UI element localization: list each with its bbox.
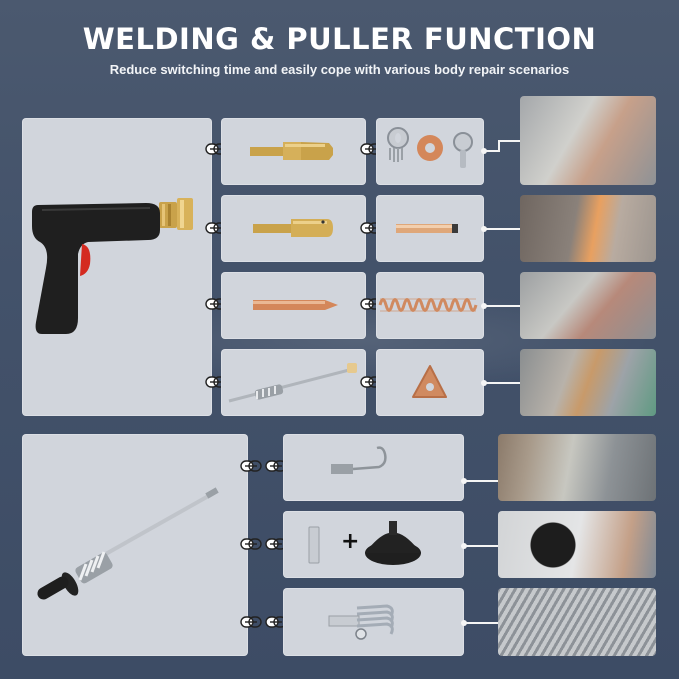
chain-link-icon xyxy=(240,460,262,472)
connector-line xyxy=(484,150,500,152)
accessory-panel-4 xyxy=(376,349,484,416)
connector-dot xyxy=(461,543,467,549)
adapter-panel-4 xyxy=(221,349,366,416)
photo-hook-pulling xyxy=(498,434,656,501)
chain-link-icon xyxy=(240,538,262,550)
page-title: WELDING & PULLER FUNCTION xyxy=(82,22,597,56)
copper-pointed-electrode-icon xyxy=(253,300,338,310)
chain-link-icon xyxy=(205,222,227,234)
multi-claw-puller-icon xyxy=(328,604,394,640)
connector-dot xyxy=(461,478,467,484)
connector-line xyxy=(484,382,520,384)
page-subtitle: Reduce switching time and easily cope wi… xyxy=(109,62,570,77)
accessory-panel-2 xyxy=(376,195,484,262)
chain-link-icon xyxy=(265,538,287,550)
connector-line xyxy=(484,305,520,307)
hex-adapter-icon xyxy=(308,521,421,565)
chain-link-icon xyxy=(205,143,227,155)
connector-line xyxy=(464,480,498,482)
chain-link-icon xyxy=(360,143,382,155)
connector-dot xyxy=(481,303,487,309)
photo-suction-cup-pulling xyxy=(498,511,656,578)
accessory-panel-3 xyxy=(376,272,484,339)
connector-line xyxy=(498,140,500,152)
copper-carbon-rod-icon xyxy=(396,224,458,233)
connector-dot xyxy=(481,148,487,154)
chain-link-icon xyxy=(360,298,382,310)
photo-claw-pulling-wire xyxy=(498,588,656,656)
triangle-copper-plate-icon xyxy=(412,365,447,398)
photo-wavy-wire-welding xyxy=(520,272,656,339)
accessory-panel-1 xyxy=(376,118,484,185)
spot-welding-gun-icon xyxy=(32,198,193,334)
copper-wavy-wire-icon xyxy=(378,298,478,312)
plus-sign: + xyxy=(341,529,360,554)
connector-line xyxy=(484,228,520,230)
slide-hammer-icon xyxy=(37,487,219,600)
chain-link-icon xyxy=(205,376,227,388)
washers-and-rings-icon xyxy=(387,127,473,168)
chain-link-icon xyxy=(360,222,382,234)
adapter-panel-3 xyxy=(221,272,366,339)
puller-accessory-panel-2: + xyxy=(283,511,464,578)
connector-dot xyxy=(481,226,487,232)
slide-hammer-adapter-icon xyxy=(228,363,357,403)
adapter-panel-1 xyxy=(221,118,366,185)
brass-chuck-adapter-icon xyxy=(253,219,333,237)
hook-attachment-icon xyxy=(331,446,387,474)
puller-accessory-panel-1 xyxy=(283,434,464,501)
brass-collet-adapter-icon xyxy=(250,142,333,160)
welding-gun-panel xyxy=(22,118,212,416)
connector-line xyxy=(464,545,498,547)
chain-link-icon xyxy=(265,460,287,472)
adapter-panel-2 xyxy=(221,195,366,262)
connector-dot xyxy=(461,620,467,626)
slide-hammer-panel xyxy=(22,434,248,656)
photo-triangle-shrinking xyxy=(520,349,656,416)
photo-carbon-rod-heating xyxy=(520,195,656,262)
chain-link-icon xyxy=(240,616,262,628)
puller-accessory-panel-3 xyxy=(283,588,464,656)
connector-line xyxy=(498,140,520,142)
connector-dot xyxy=(481,380,487,386)
photo-pulling-with-washer xyxy=(520,96,656,185)
connector-line xyxy=(464,622,498,624)
